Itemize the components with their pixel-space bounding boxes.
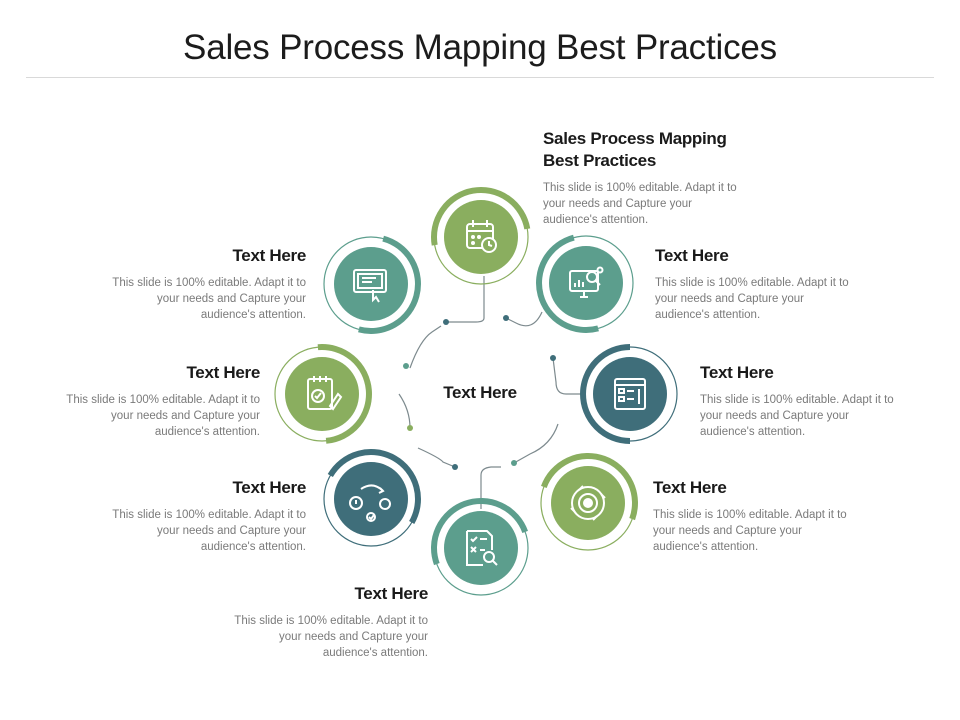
label-left-body: This slide is 100% editable. Adapt it to… bbox=[66, 394, 260, 438]
checklist-tools-icon bbox=[614, 378, 646, 410]
label-bottom-body: This slide is 100% editable. Adapt it to… bbox=[234, 615, 428, 659]
connector-top bbox=[446, 276, 485, 323]
label-left: Text Here This slide is 100% editable. A… bbox=[58, 362, 260, 440]
connector-dot bbox=[511, 460, 517, 466]
center-label: Text Here bbox=[443, 383, 517, 402]
clipboard-edit-icon bbox=[307, 376, 343, 411]
connector-upper-right bbox=[505, 311, 543, 327]
label-upper-right: Text Here This slide is 100% editable. A… bbox=[655, 245, 857, 323]
node-left bbox=[274, 344, 372, 444]
document-search-icon bbox=[466, 530, 498, 566]
label-bottom-heading: Text Here bbox=[354, 584, 428, 603]
connector-dots bbox=[403, 315, 556, 470]
node-bottom bbox=[431, 498, 529, 596]
label-top-body: This slide is 100% editable. Adapt it to… bbox=[543, 182, 737, 226]
connector-lower-left bbox=[417, 447, 456, 468]
label-upper-left: Text Here This slide is 100% editable. A… bbox=[104, 245, 306, 323]
node-right bbox=[580, 344, 678, 444]
node-top bbox=[431, 187, 531, 285]
node-upper-left bbox=[323, 235, 421, 334]
connector-dot bbox=[503, 315, 509, 321]
monitor-analytics-icon bbox=[569, 266, 604, 298]
label-lower-right-heading: Text Here bbox=[653, 478, 727, 497]
node-lower-left bbox=[323, 449, 421, 547]
label-lower-left-body: This slide is 100% editable. Adapt it to… bbox=[112, 509, 306, 553]
label-right: Text Here This slide is 100% editable. A… bbox=[700, 362, 902, 440]
gear-cycle-icon bbox=[570, 485, 606, 521]
label-lower-left-heading: Text Here bbox=[232, 478, 306, 497]
label-lower-right: Text Here This slide is 100% editable. A… bbox=[653, 477, 855, 555]
connector-dot bbox=[407, 425, 413, 431]
label-top-heading: Sales Process Mapping Best Practices bbox=[543, 129, 727, 170]
title-divider bbox=[26, 77, 934, 78]
label-left-heading: Text Here bbox=[186, 363, 260, 382]
node-lower-right bbox=[540, 453, 638, 551]
connector-dot bbox=[550, 355, 556, 361]
label-lower-left: Text Here This slide is 100% editable. A… bbox=[104, 477, 306, 555]
label-bottom: Text Here This slide is 100% editable. A… bbox=[226, 583, 428, 661]
node-upper-right bbox=[536, 234, 634, 333]
connector-right bbox=[552, 357, 586, 395]
label-right-heading: Text Here bbox=[700, 363, 774, 382]
connector-upper-left bbox=[409, 325, 442, 369]
label-lower-right-body: This slide is 100% editable. Adapt it to… bbox=[653, 509, 847, 553]
connector-bottom bbox=[480, 466, 501, 509]
label-upper-right-heading: Text Here bbox=[655, 246, 729, 265]
label-upper-left-heading: Text Here bbox=[232, 246, 306, 265]
connector-dot bbox=[452, 464, 458, 470]
label-upper-right-body: This slide is 100% editable. Adapt it to… bbox=[655, 277, 849, 321]
connector-lower-right bbox=[513, 423, 559, 464]
connector-left bbox=[398, 393, 411, 429]
idea-process-icon bbox=[349, 484, 391, 522]
calendar-clock-icon bbox=[466, 220, 497, 253]
presentation-board-icon bbox=[353, 269, 387, 303]
label-top: Sales Process Mapping Best Practices Thi… bbox=[543, 128, 761, 228]
connector-dot bbox=[403, 363, 409, 369]
connector-dot bbox=[443, 319, 449, 325]
label-upper-left-body: This slide is 100% editable. Adapt it to… bbox=[112, 277, 306, 321]
label-right-body: This slide is 100% editable. Adapt it to… bbox=[700, 394, 894, 438]
page-title: Sales Process Mapping Best Practices bbox=[183, 28, 777, 67]
